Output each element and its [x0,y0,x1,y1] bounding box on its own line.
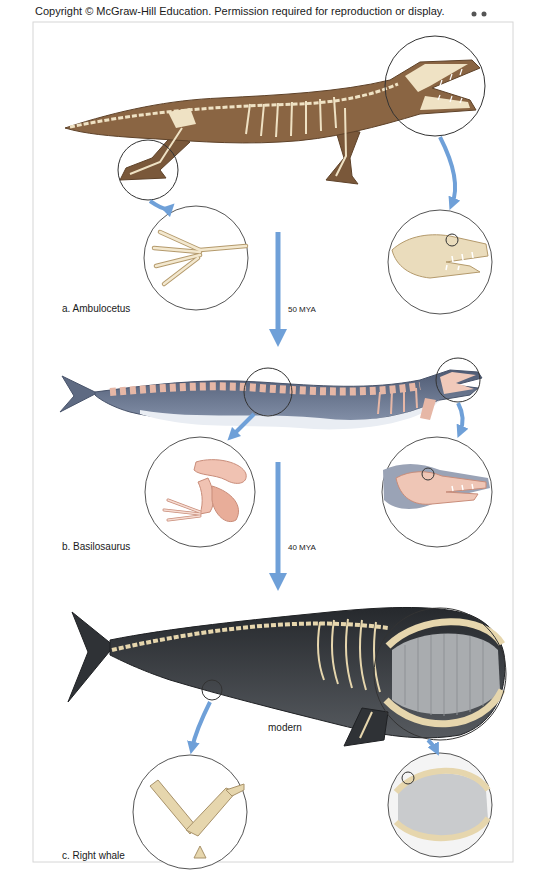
time-label: 50 MYA [288,305,316,314]
ambulocetus-figure [65,12,492,315]
skull-inset [382,437,492,547]
magnifier-circle [118,140,178,200]
hind-foot-inset [144,206,248,310]
magnifier-circle [374,608,506,740]
basilosaurus-figure [60,358,492,547]
species-label: b. Basilosaurus [62,541,130,553]
pelvis-inset [133,755,247,869]
hind-limb-inset [145,437,255,547]
skull-inset [388,210,492,314]
magnifier-circle [436,358,480,402]
copyright-notice: Copyright © McGraw-Hill Education. Permi… [35,5,445,18]
species-label: c. Right whale [62,850,125,862]
species-label: a. Ambulocetus [62,303,130,315]
skull-inset [388,753,492,857]
magnifier-circle [202,680,222,700]
right-whale-figure [68,607,506,869]
magnifier-circle [385,36,485,136]
magnifier-circle [244,368,292,416]
era-label: modern [268,722,302,734]
time-label: 40 MYA [288,543,316,552]
figure-frame [33,22,513,862]
